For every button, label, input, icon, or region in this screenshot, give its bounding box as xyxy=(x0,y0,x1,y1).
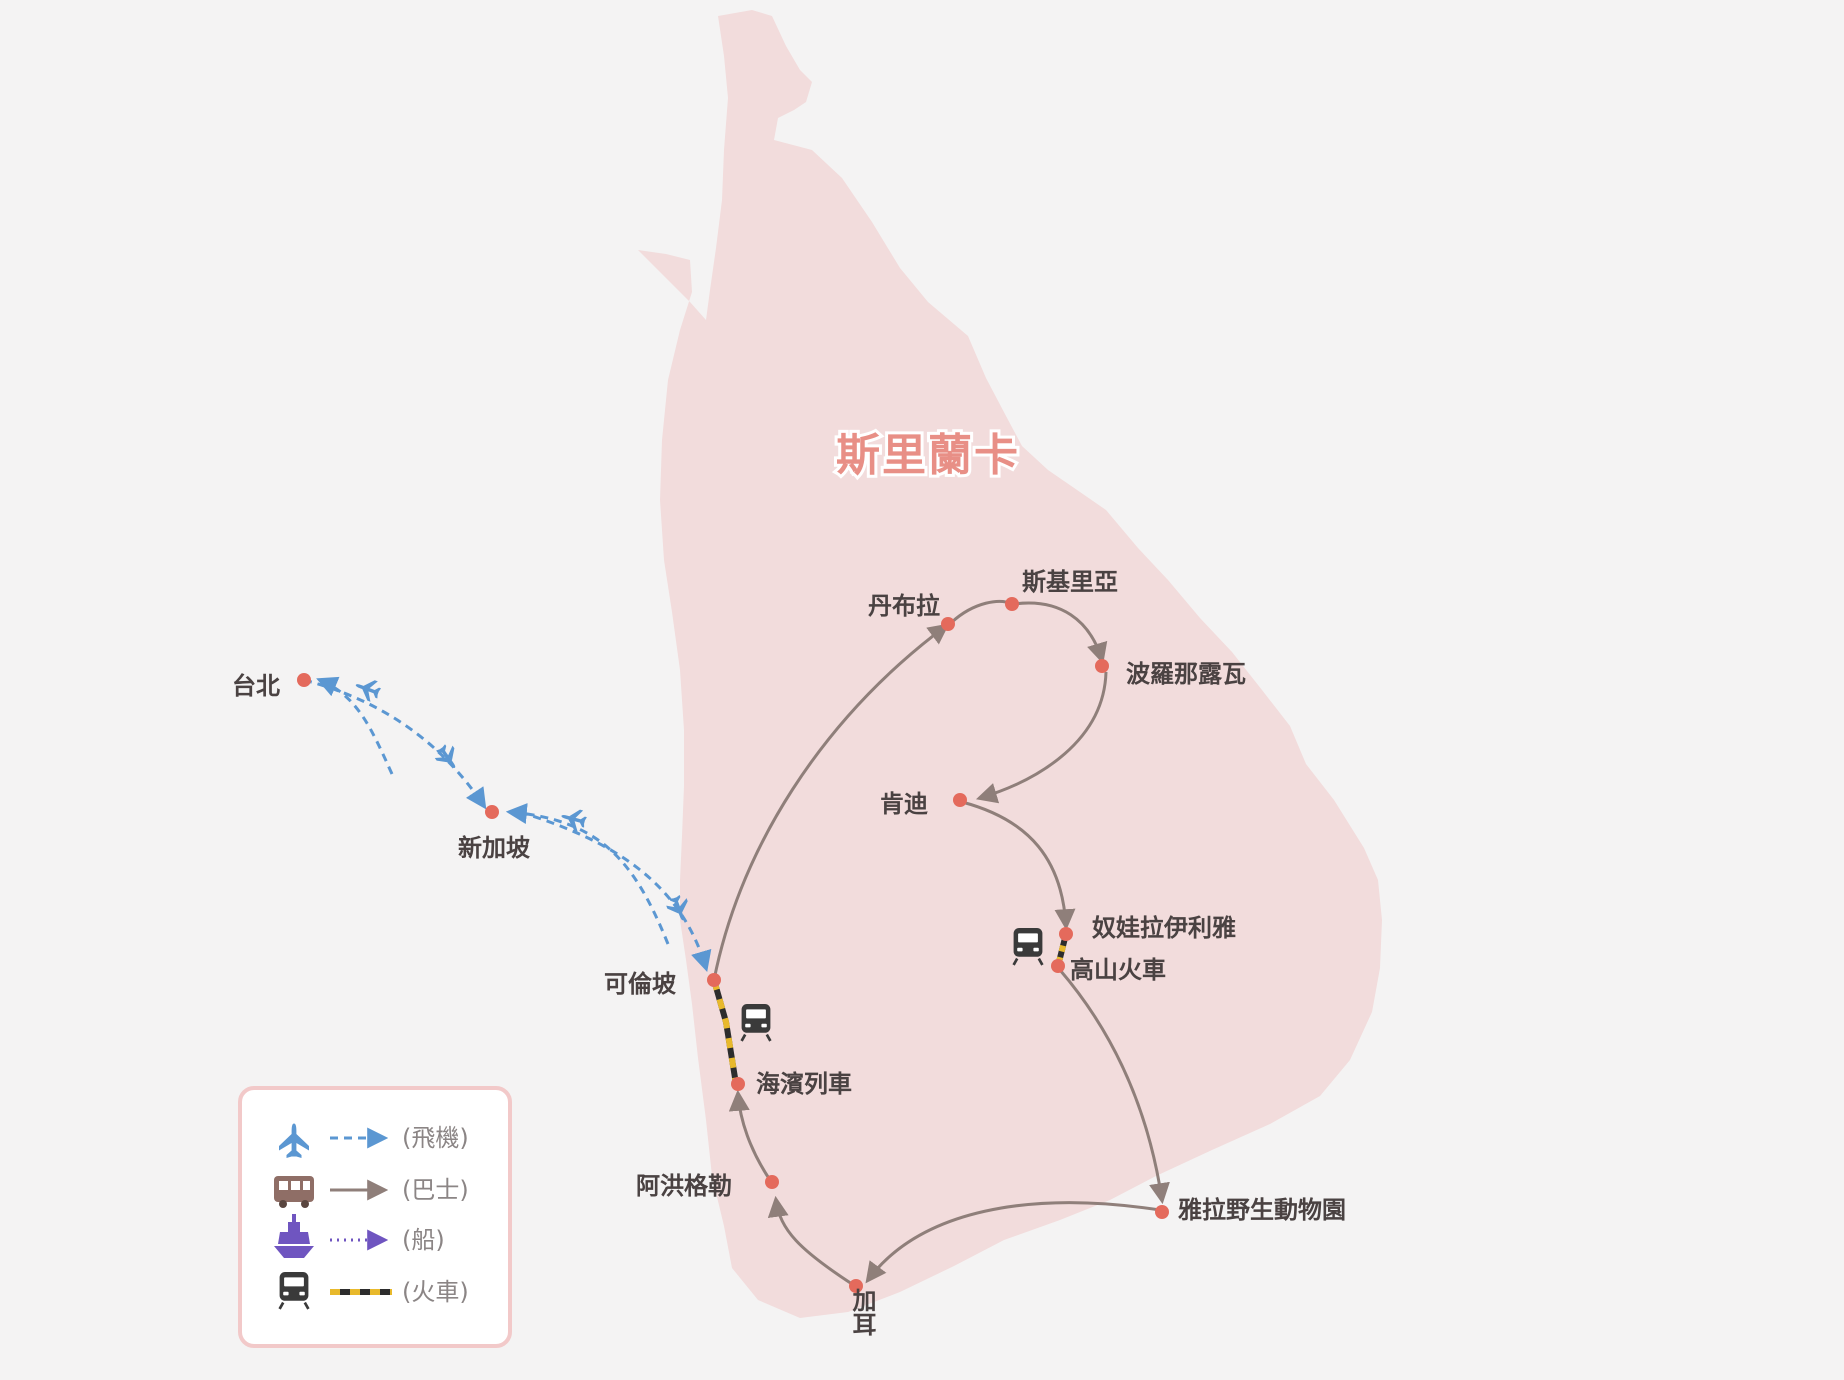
flight-airplanes xyxy=(352,674,694,924)
place-label-polonnaruwa: 波羅那露瓦 xyxy=(1126,660,1246,688)
legend: (飛機) (巴士) (船) (火車) xyxy=(238,1086,512,1348)
place-marker-colombo xyxy=(707,973,721,987)
place-marker-taipei xyxy=(297,673,311,687)
flight-taipei-to-singapore xyxy=(303,678,487,810)
legend-ship-label: (船) xyxy=(402,1226,445,1254)
legend-flight-label: (飛機) xyxy=(402,1124,469,1152)
legend-bus-label: (巴士) xyxy=(402,1176,469,1204)
place-label-ahungalla: 阿洪格勒 xyxy=(636,1172,732,1200)
place-label-taipei: 台北 xyxy=(232,672,280,700)
place-label-sigiriya: 斯基里亞 xyxy=(1022,568,1118,596)
bus-kandy-to-nuwara-eliya xyxy=(961,800,1076,931)
bus-routes xyxy=(712,600,1170,1286)
place-label-seaside-train: 海濱列車 xyxy=(756,1070,852,1098)
bus-galle-to-ahungalla xyxy=(767,1195,853,1286)
bus-yala-to-galle xyxy=(865,1201,1161,1284)
flight-routes xyxy=(303,676,712,973)
place-label-colombo: 可倫坡 xyxy=(604,970,676,998)
place-label-singapore: 新加坡 xyxy=(458,834,530,862)
place-marker-kandy xyxy=(953,793,967,807)
place-marker-singapore xyxy=(485,805,499,819)
place-marker-yala xyxy=(1155,1205,1169,1219)
place-marker-nuwara-eliya xyxy=(1059,927,1073,941)
place-label-dambulla: 丹布拉 xyxy=(868,592,940,620)
place-marker-mountain-train xyxy=(1051,959,1065,973)
legend-train-label: (火車) xyxy=(402,1278,469,1306)
bus-sigiriya-to-polonnaruwa xyxy=(1013,601,1108,665)
place-label-galle: 加耳 xyxy=(848,1288,876,1336)
flight-singapore-to-colombo xyxy=(519,810,712,973)
bus-mountain-train-to-yala xyxy=(1058,969,1170,1205)
flight-colombo-to-singapore xyxy=(505,803,670,945)
bus-polonnaruwa-to-kandy xyxy=(975,671,1108,804)
place-label-yala: 雅拉野生動物園 xyxy=(1178,1196,1346,1224)
place-marker-galle xyxy=(849,1279,863,1293)
flight-singapore-to-taipei xyxy=(316,676,394,775)
place-label-mountain-train: 高山火車 xyxy=(1070,956,1166,984)
place-label-kandy: 肯迪 xyxy=(880,790,928,818)
place-marker-ahungalla xyxy=(765,1175,779,1189)
bus-colombo-to-dambulla xyxy=(712,623,950,981)
ship-icon xyxy=(274,1214,314,1258)
bus-ahungalla-to-seaside-train xyxy=(728,1089,772,1181)
country-name: 斯里蘭卡 xyxy=(836,430,1020,481)
place-marker-polonnaruwa xyxy=(1095,659,1109,673)
place-marker-sigiriya xyxy=(1005,597,1019,611)
place-marker-dambulla xyxy=(941,617,955,631)
place-marker-seaside-train xyxy=(731,1077,745,1091)
airplane-icon xyxy=(431,741,464,774)
place-label-nuwara-eliya: 奴娃拉伊利雅 xyxy=(1091,914,1236,942)
sri-lanka-island xyxy=(638,10,1382,1318)
bus-icon xyxy=(274,1176,314,1208)
